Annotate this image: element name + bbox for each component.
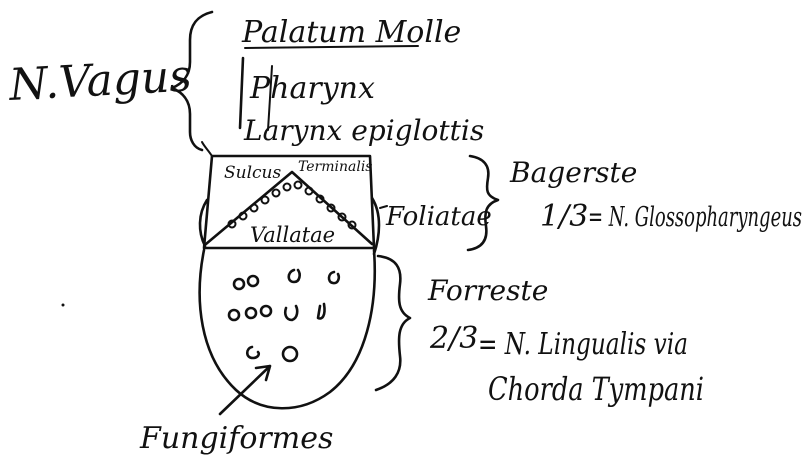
- vallate-papillae: [229, 182, 356, 229]
- stray-dot: [62, 304, 65, 307]
- label-chorda-tympani: Chorda Tympani: [488, 370, 704, 408]
- label-vagus: N.Vagus: [7, 50, 193, 111]
- label-lingualis: = N. Lingualis via: [478, 327, 688, 362]
- forreste-brace: [376, 256, 410, 390]
- fungiform-papillae: [229, 270, 339, 361]
- label-fungiformes: Fungiformes: [139, 421, 333, 456]
- label-one-third: 1/3: [540, 199, 588, 234]
- label-bagerste: Bagerste: [509, 156, 637, 189]
- fungiformes-arrow: [220, 366, 270, 414]
- label-foliatae: Foliatae: [385, 202, 492, 232]
- box-left-line: [202, 142, 212, 156]
- label-sulcus: Sulcus: [224, 163, 282, 183]
- label-palatum-molle: Palatum Molle: [241, 15, 461, 50]
- label-two-thirds: 2/3: [429, 321, 478, 356]
- label-larynx-epiglottis: Larynx epiglottis: [243, 114, 484, 147]
- label-forreste: Forreste: [427, 274, 548, 307]
- label-terminalis: Terminalis: [298, 159, 372, 175]
- pharynx-bracket: [240, 58, 243, 128]
- anterior-tongue-outline: [200, 250, 375, 408]
- label-glossopharyngeus: = N. Glossopharyngeus: [588, 202, 802, 233]
- label-vallatae: Vallatae: [250, 223, 335, 247]
- label-pharynx: Pharynx: [249, 71, 375, 106]
